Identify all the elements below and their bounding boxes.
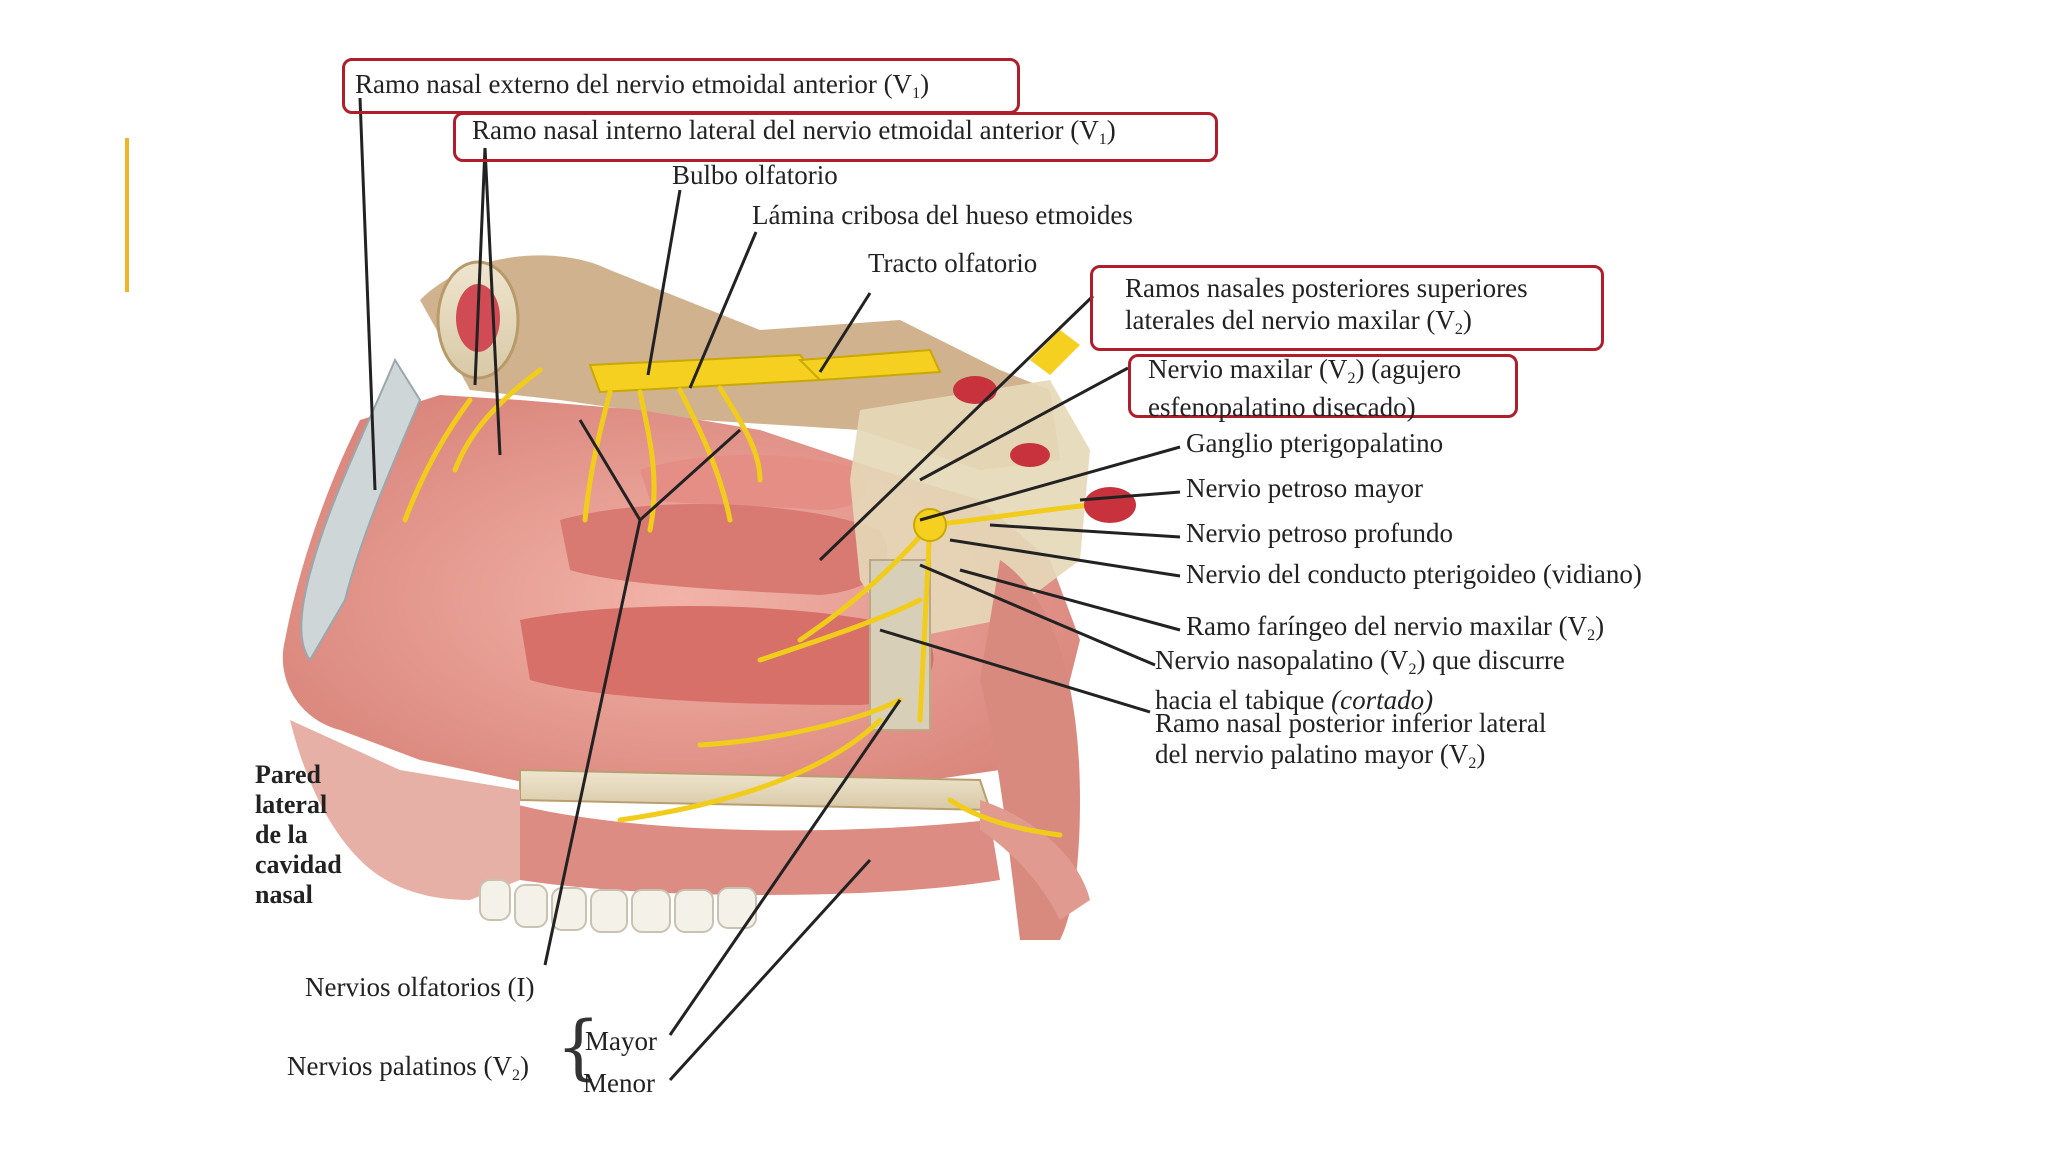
label-nasopalatino: Nervio nasopalatino (V2) que discurre ha… [1155, 645, 1565, 715]
upper-lip [290, 720, 520, 900]
label-petroso-mayor: Nervio petroso mayor [1186, 473, 1423, 503]
highlight-box-maxilar [1128, 354, 1518, 418]
highlight-box-post-sup [1090, 265, 1604, 351]
label-tracto-olfatorio: Tracto olfatorio [868, 248, 1038, 278]
accent-bar [125, 138, 129, 292]
label-lamina-cribosa: Lámina cribosa del hueso etmoides [752, 200, 1133, 230]
soft-palate [980, 800, 1090, 920]
highlight-box-int-ethmoid [453, 112, 1218, 162]
label-bulbo-olfatorio: Bulbo olfatorio [672, 160, 838, 190]
olfactory-tract [797, 348, 942, 382]
superior-turbinate [640, 455, 868, 510]
label-ext-ethmoid: Ramo nasal externo del nervio etmoidal a… [355, 69, 930, 102]
oral-mucosa [500, 800, 1000, 895]
pterygopalatine-ganglion [913, 508, 947, 542]
leader-lines [358, 97, 1181, 1082]
label-nervio-maxilar: Nervio maxilar (V2) (agujero esfenopalat… [1148, 354, 1462, 422]
label-nervios-palatinos: Nervios palatinos (V2) [287, 1051, 529, 1084]
nasal-dorsum [300, 357, 422, 662]
label-nervios-olfatorios: Nervios olfatorios (I) [305, 972, 535, 1002]
label-ganglio-pterigopalatino: Ganglio pterigopalatino [1186, 428, 1444, 458]
label-mayor: Mayor [585, 1026, 657, 1056]
side-title: Pared lateral de la cavidad nasal [255, 760, 342, 909]
label-menor: Menor [583, 1068, 655, 1098]
label-vidiano: Nervio del conducto pterigoideo (vidiano… [1186, 559, 1642, 589]
inferior-turbinate [520, 606, 934, 705]
label-ramos-posteriores-superiores: Ramos nasales posteriores superiores lat… [1125, 273, 1528, 338]
label-petroso-profundo: Nervio petroso profundo [1186, 518, 1453, 548]
label-ramo-faringeo: Ramo faríngeo del nervio maxilar (V2) [1186, 611, 1605, 644]
brace-icon: { [556, 1006, 601, 1088]
label-ramo-posterior-inferior: Ramo nasal posterior inferior lateral de… [1155, 708, 1547, 772]
middle-turbinate [560, 503, 888, 595]
label-int-ethmoid: Ramo nasal interno lateral del nervio et… [472, 115, 1116, 148]
nerve-branches [402, 367, 1093, 838]
